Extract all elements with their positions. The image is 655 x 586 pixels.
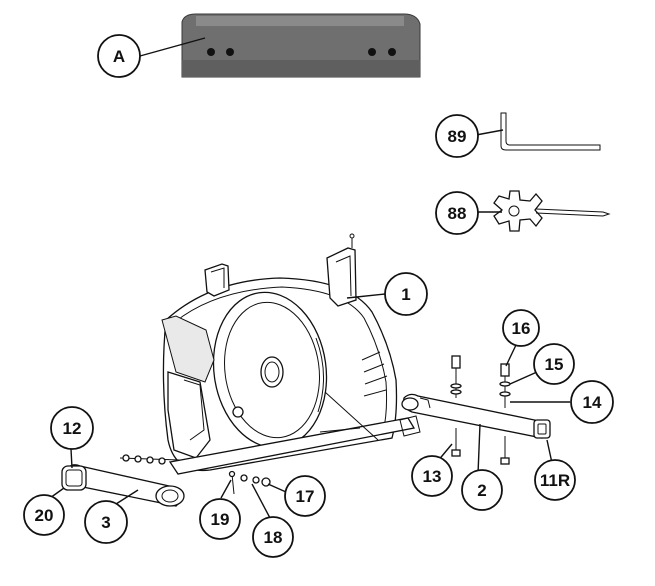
callout-1: 1 bbox=[384, 272, 428, 316]
front-stabilizer bbox=[61, 457, 185, 507]
svg-text:14: 14 bbox=[583, 393, 602, 412]
callout-13: 13 bbox=[411, 455, 453, 497]
callout-18: 18 bbox=[252, 516, 294, 558]
callout-17: 17 bbox=[284, 475, 326, 517]
part-89-allen-key bbox=[500, 112, 601, 151]
svg-text:2: 2 bbox=[477, 481, 486, 500]
callout-16: 16 bbox=[502, 309, 540, 347]
front-hardware bbox=[122, 454, 271, 495]
callout-2: 2 bbox=[461, 469, 503, 511]
callouts: A 89 88 1 16 15 14 12 bbox=[23, 34, 614, 558]
main-frame bbox=[161, 233, 416, 475]
svg-text:3: 3 bbox=[101, 513, 110, 532]
svg-text:12: 12 bbox=[63, 419, 82, 438]
svg-text:17: 17 bbox=[296, 487, 315, 506]
svg-text:15: 15 bbox=[545, 355, 564, 374]
svg-text:13: 13 bbox=[423, 467, 442, 486]
svg-text:20: 20 bbox=[35, 506, 54, 525]
rear-hardware bbox=[450, 355, 511, 465]
callout-89: 89 bbox=[435, 114, 479, 158]
svg-text:16: 16 bbox=[512, 319, 531, 338]
leader-lines bbox=[49, 37, 570, 519]
part-a-bracket bbox=[181, 13, 421, 78]
svg-text:88: 88 bbox=[448, 204, 467, 223]
part-88-wrench bbox=[493, 190, 611, 232]
svg-text:89: 89 bbox=[448, 127, 467, 146]
callout-12: 12 bbox=[50, 406, 94, 450]
callout-20: 20 bbox=[23, 494, 65, 536]
rear-stabilizer bbox=[399, 393, 551, 439]
callout-19: 19 bbox=[199, 498, 241, 540]
svg-text:19: 19 bbox=[211, 510, 230, 529]
callout-15: 15 bbox=[533, 343, 575, 385]
callout-3: 3 bbox=[84, 500, 128, 544]
callout-14: 14 bbox=[570, 380, 614, 424]
svg-text:1: 1 bbox=[401, 285, 410, 304]
callout-11r: 11R bbox=[534, 459, 576, 501]
callout-a: A bbox=[97, 34, 141, 78]
svg-text:A: A bbox=[113, 47, 125, 66]
callout-88: 88 bbox=[435, 191, 479, 235]
svg-text:11R: 11R bbox=[540, 471, 570, 490]
svg-text:18: 18 bbox=[264, 528, 283, 547]
